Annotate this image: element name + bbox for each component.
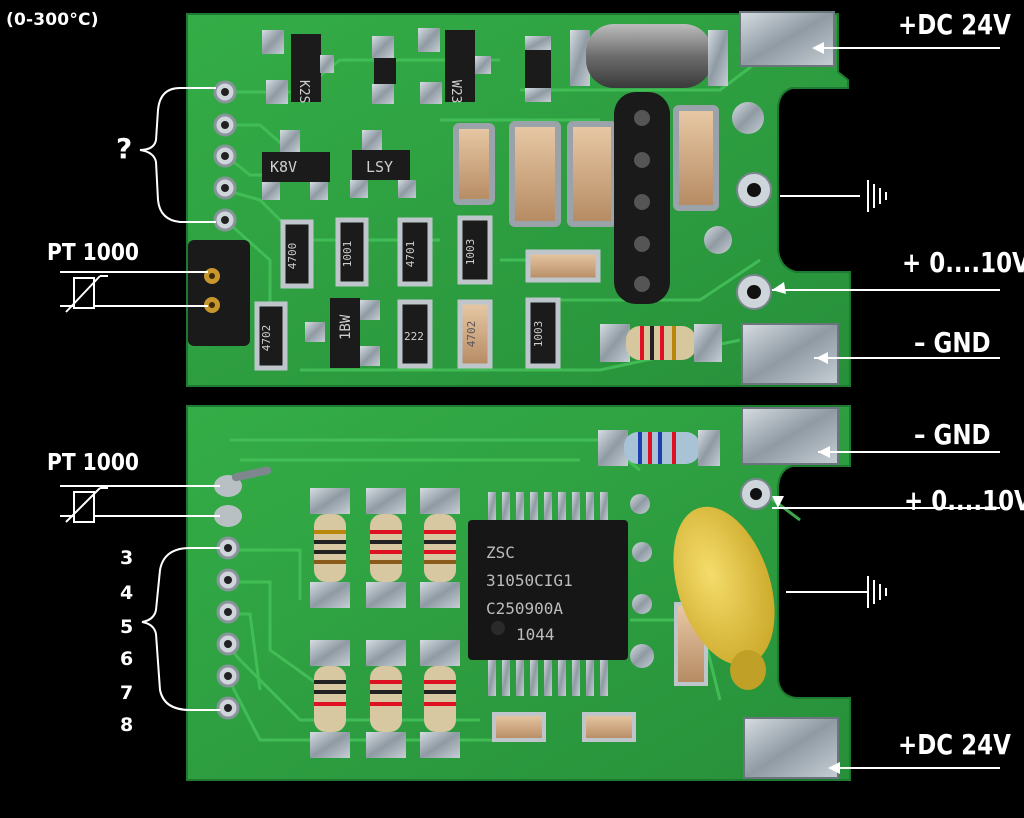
resistor-code: 222	[404, 330, 424, 343]
pt1000-symbol-top	[65, 275, 108, 313]
brace-bottom	[141, 547, 220, 711]
temperature-range: (0-300°C)	[6, 10, 99, 30]
chip-marking: W23	[448, 80, 463, 103]
pin-number-6: 6	[120, 648, 134, 670]
resistor-code: 4702	[465, 321, 478, 348]
top-terminals	[704, 11, 839, 385]
bottom-resistors-lower	[310, 640, 460, 758]
pin-number-8: 8	[120, 714, 134, 736]
ground-icon	[867, 180, 887, 212]
annotation-lines	[60, 47, 1000, 769]
bottom-terminals	[740, 407, 839, 779]
resistor-code: 1003	[532, 321, 545, 348]
bottom-axial-resistor	[598, 430, 720, 466]
ic-marking-line: 31050CIG1	[486, 571, 573, 590]
arrow-heads	[772, 42, 840, 774]
ic-marking-line: ZSC	[486, 543, 515, 562]
pin-number-7: 7	[120, 682, 134, 704]
top-resistor-1	[372, 36, 396, 104]
bottom-ic-zsc31050	[468, 492, 628, 696]
pt1000-label-bottom: PT 1000	[47, 450, 140, 476]
resistor-code: 1001	[341, 241, 354, 268]
ground-icon	[867, 576, 887, 608]
resistor-code: 4702	[260, 325, 273, 352]
bottom-resistors-upper	[310, 488, 460, 608]
bottom-header-pins	[214, 466, 272, 720]
resistor-code: 4700	[286, 243, 299, 270]
gnd-label-bottom: – GND	[914, 418, 991, 451]
unknown-pins-label: ?	[116, 132, 133, 165]
top-ic-k2s	[262, 30, 334, 104]
resistor-code: 4701	[404, 241, 417, 268]
top-pt1000-connector	[188, 240, 250, 346]
output-label-top: + 0....10V	[902, 246, 1024, 279]
ic-marking-line: 1044	[516, 625, 555, 644]
chip-marking: LSY	[366, 158, 393, 176]
brace-top	[139, 87, 216, 223]
pin-number-3: 3	[120, 547, 134, 569]
top-board	[186, 11, 851, 387]
bottom-yellow-capacitor	[673, 506, 775, 690]
top-ceramic-caps	[453, 105, 719, 227]
pin-number-4: 4	[120, 582, 134, 604]
top-ic-lsy	[350, 130, 416, 198]
top-header-pins	[213, 80, 237, 232]
top-resistor-2	[525, 36, 551, 102]
top-ic-w23	[418, 28, 491, 104]
pt1000-label-top: PT 1000	[47, 240, 140, 266]
pin-number-5: 5	[120, 616, 134, 638]
gnd-label-top: – GND	[914, 326, 991, 359]
bottom-board	[186, 405, 851, 781]
top-axial-resistor	[600, 324, 722, 362]
output-label-bottom: + 0....10V	[904, 484, 1024, 517]
top-ic-k8v	[262, 130, 330, 200]
power-label-bottom: +DC 24V	[898, 728, 1011, 761]
top-diode	[570, 24, 728, 88]
top-pin-header-vertical	[614, 92, 670, 304]
resistor-code: 1003	[464, 239, 477, 266]
power-label-top: +DC 24V	[898, 8, 1011, 41]
chip-marking: K2S	[296, 80, 311, 103]
top-ic-1bw	[305, 298, 380, 368]
top-smd-resistors	[254, 215, 601, 371]
chip-marking: K8V	[270, 158, 297, 176]
ic-marking-line: C250900A	[486, 599, 563, 618]
chip-marking: 1BW	[338, 314, 354, 340]
pt1000-symbol-bottom	[65, 487, 108, 523]
